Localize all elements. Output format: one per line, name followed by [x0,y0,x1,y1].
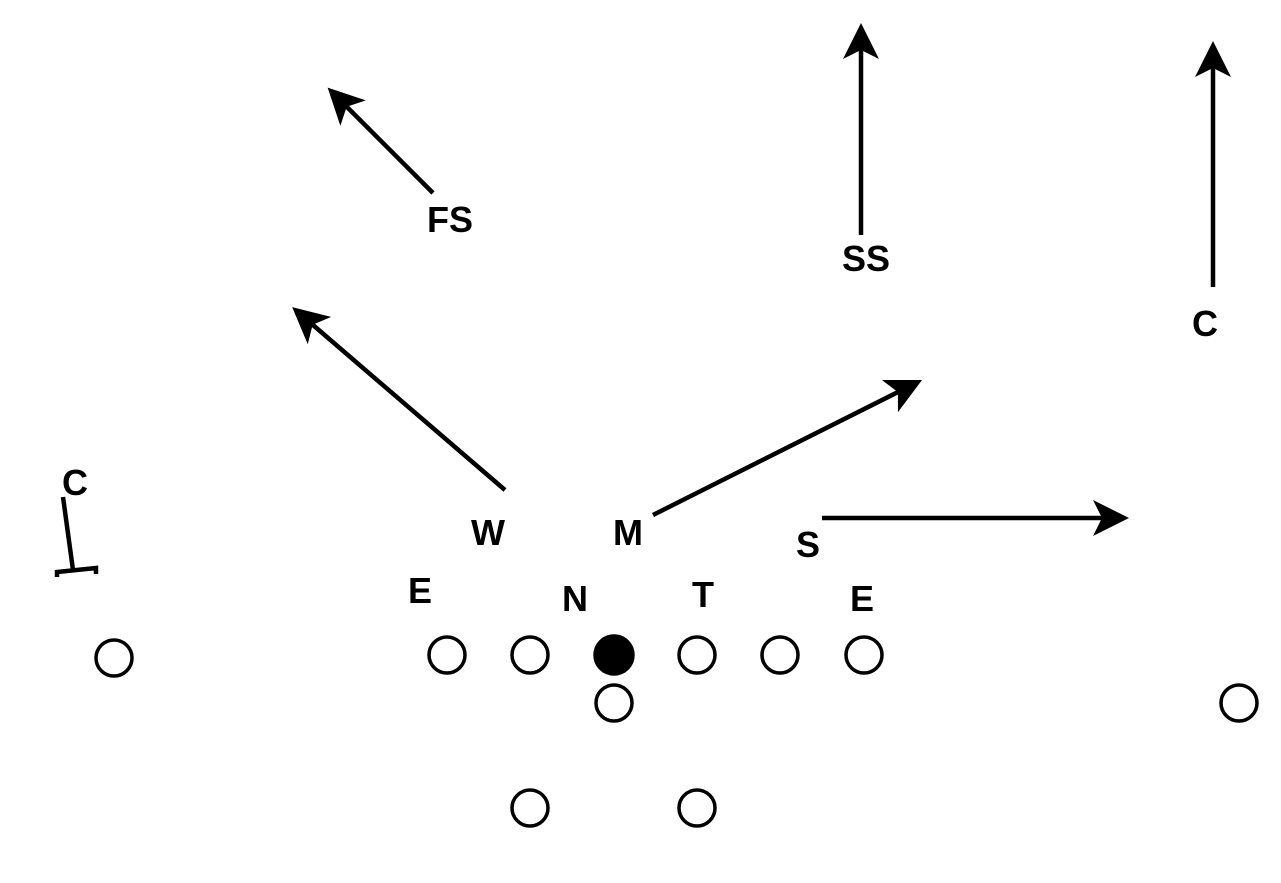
offense-tight-end-left [427,635,467,675]
label-tackle: T [692,574,714,615]
label-end-right: E [850,578,874,619]
offense-wide-receiver-left [94,638,134,678]
will-route-arrow [292,307,507,492]
offense-center [593,634,635,676]
label-end-left: E [408,570,432,611]
offense-back-right [677,788,717,828]
label-nose: N [562,578,588,619]
corner-left-block-symbol [54,496,99,577]
offense-right-guard [677,635,717,675]
label-will: W [471,512,505,553]
offense-quarterback [594,683,634,723]
label-mike: M [613,512,643,553]
label-strong-safety: SS [842,238,890,279]
offense-back-left [510,788,550,828]
offense-tight-end-right [844,635,884,675]
offense-left-guard [510,635,550,675]
label-corner-left: C [62,462,88,503]
label-free-safety: FS [427,199,473,240]
fs-route-arrow [327,87,435,195]
offense-wide-receiver-right [1219,683,1259,723]
mike-route-arrow [651,379,923,518]
label-corner-right: C [1192,303,1218,344]
label-sam: S [796,524,820,565]
offense-right-tackle [760,635,800,675]
